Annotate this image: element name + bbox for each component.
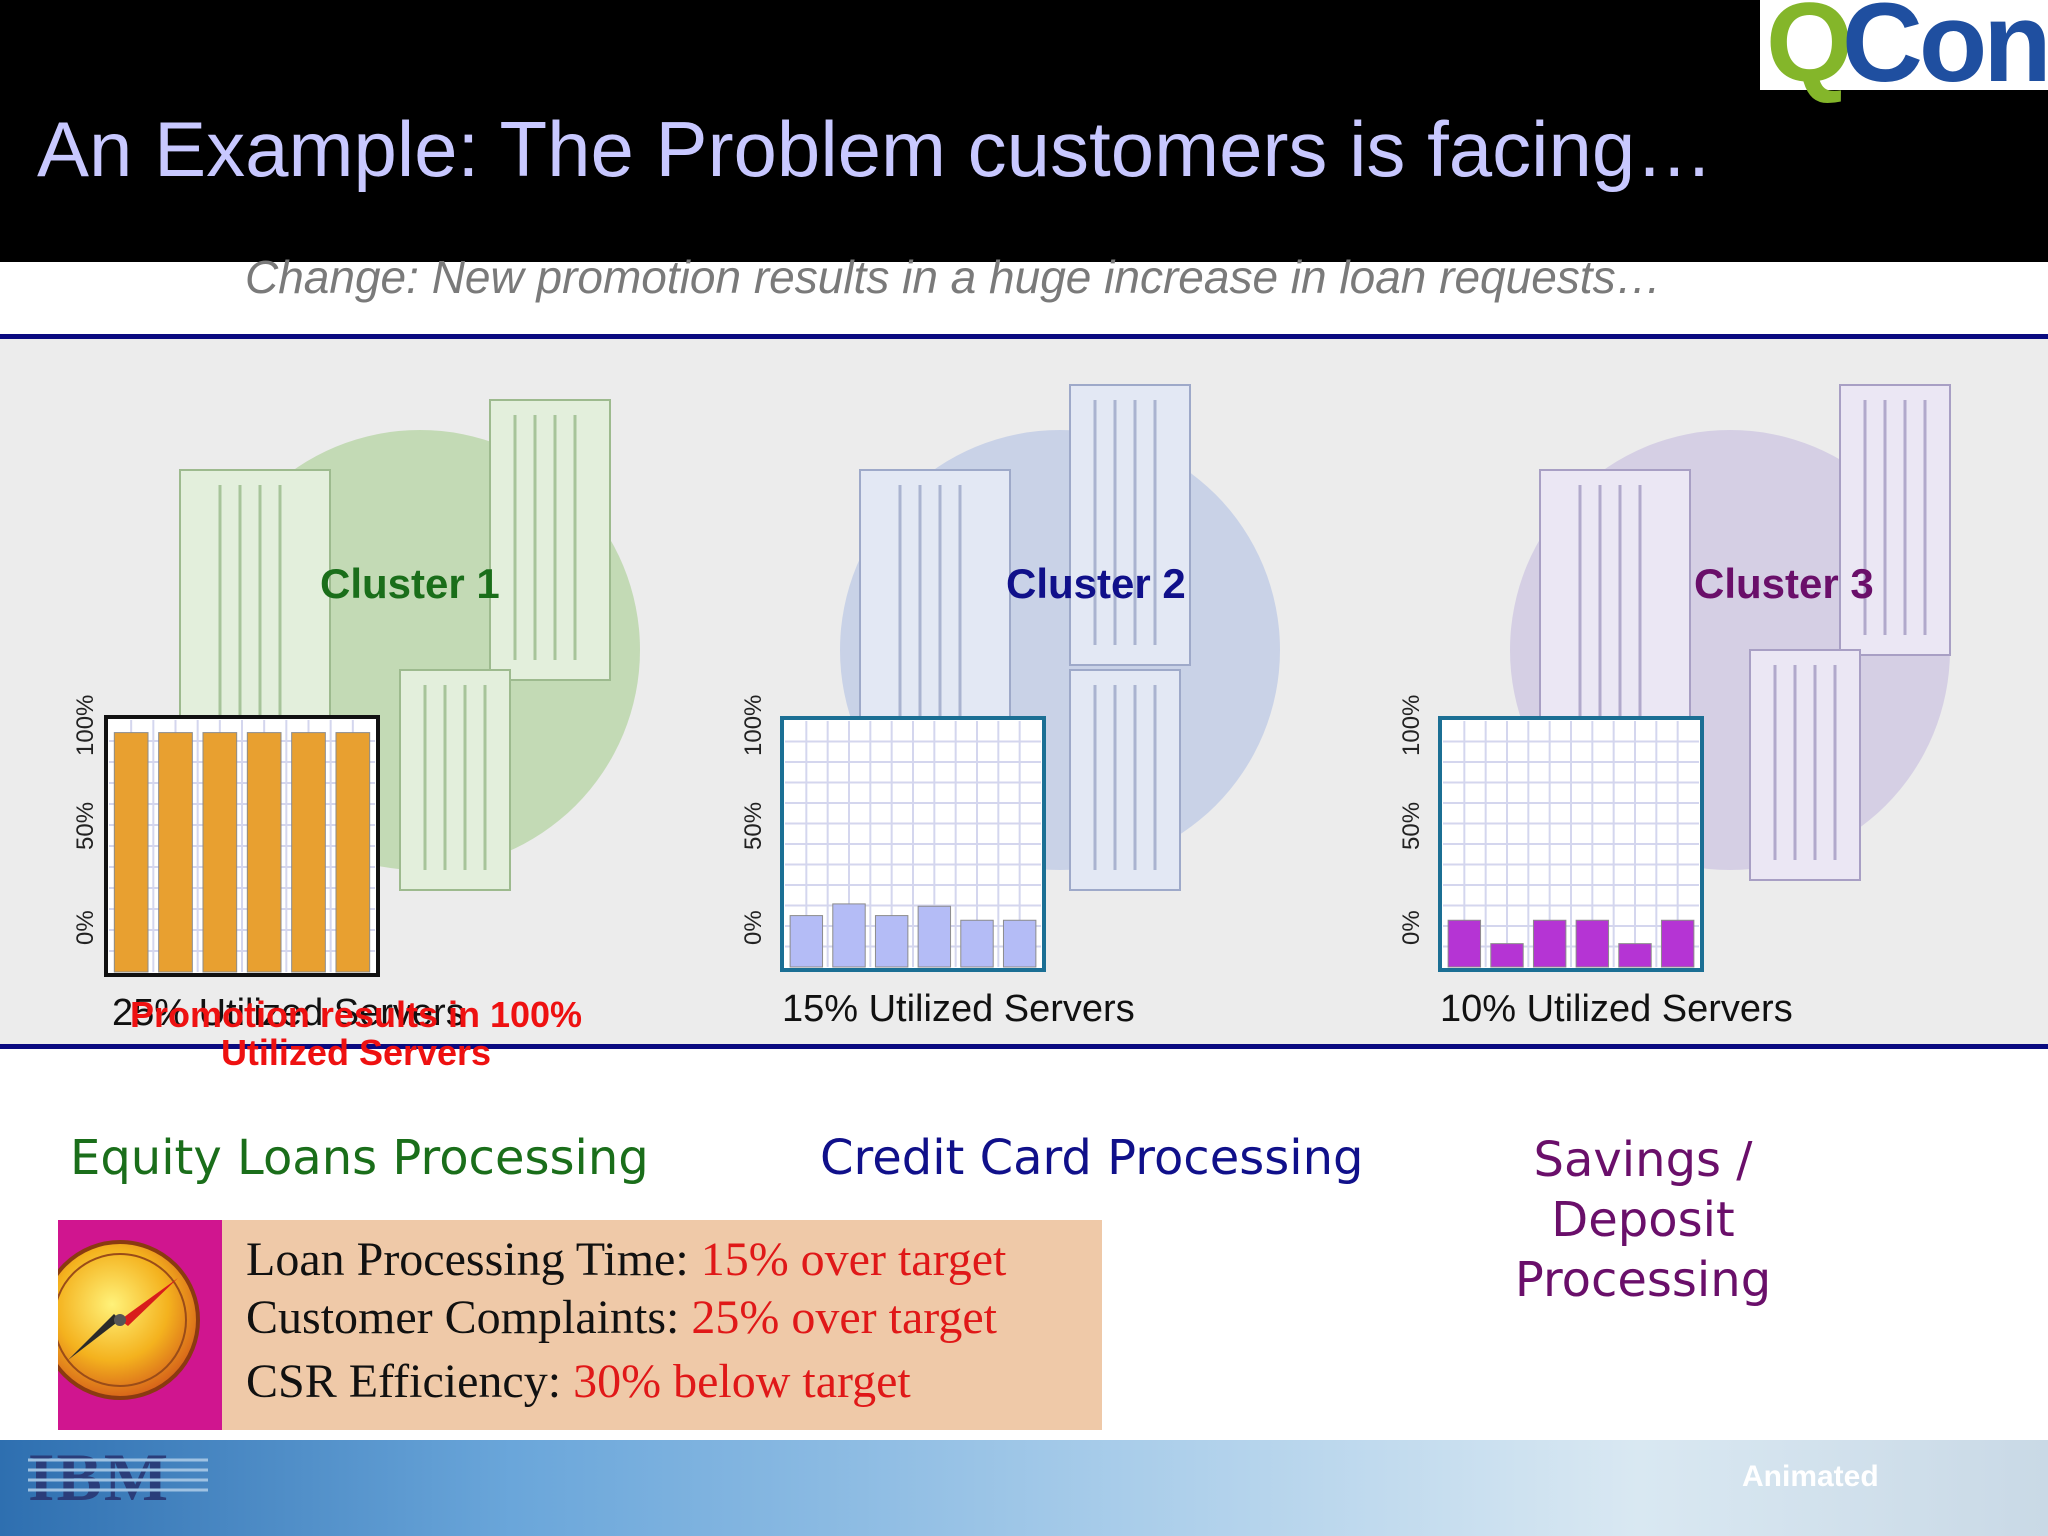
utilization-bar <box>1660 919 1695 968</box>
band-top-divider <box>0 334 2048 339</box>
utilization-bar <box>917 905 952 968</box>
band-bottom-divider <box>0 1044 2048 1049</box>
utilization-bar <box>789 915 824 968</box>
cluster-3-axis-50: 50% <box>1398 801 1425 850</box>
chart-frame <box>780 716 1046 972</box>
cluster-2-axis-100: 100% <box>740 694 767 756</box>
qcon-logo: Q Con <box>1760 0 2048 105</box>
cluster-3-axis-100: 100% <box>1398 694 1425 756</box>
utilization-bar <box>1618 943 1652 968</box>
animated-label: Animated <box>1742 1460 1879 1493</box>
ibm-logo-text: IBM <box>28 1446 170 1510</box>
cluster-2-axis-0: 0% <box>740 910 767 945</box>
chart-frame <box>104 715 380 977</box>
cluster-3-name: Cluster 3 <box>1694 560 1874 607</box>
slide-subtitle: Change: New promotion results in a huge … <box>245 251 1662 303</box>
status-customer-complaints: Customer Complaints: 25% over target <box>246 1290 997 1345</box>
compass-tile <box>40 1220 222 1430</box>
title-bar <box>0 0 2048 262</box>
utilization-bar <box>246 732 282 973</box>
status-customer-complaints-value: 25% over target <box>691 1291 998 1344</box>
cluster-2-utilization-caption: 15% Utilized Servers <box>782 988 1135 1030</box>
cluster-2-axis-50: 50% <box>740 801 767 850</box>
utilization-bar <box>202 732 238 973</box>
status-loan-processing-value: 15% over target <box>700 1233 1007 1286</box>
cluster-1-axis-100: 100% <box>72 694 99 756</box>
cluster-1-caption-stack: 25% Utilized Servers Promotion results i… <box>96 992 616 1073</box>
utilization-bar <box>291 732 326 973</box>
logo-q-text: Q <box>1766 0 1853 105</box>
equity-loans-label: Equity Loans Processing <box>70 1130 649 1186</box>
cluster-2-name: Cluster 2 <box>1006 560 1186 607</box>
logo-con-text: Con <box>1842 0 2048 105</box>
utilization-bar <box>874 915 909 968</box>
utilization-bar <box>335 732 371 973</box>
cluster-1-axis-50: 50% <box>72 801 99 850</box>
cluster-1-promotion-caption: Promotion results in 100% Utilized Serve… <box>129 994 583 1073</box>
cluster-1-axis-0: 0% <box>72 910 99 945</box>
utilization-bar <box>1447 919 1482 968</box>
cluster-1-name: Cluster 1 <box>320 560 500 607</box>
utilization-bar <box>1532 919 1567 968</box>
credit-card-label: Credit Card Processing <box>820 1130 1364 1186</box>
status-loan-processing: Loan Processing Time: 15% over target <box>246 1232 1006 1287</box>
utilization-bar <box>1575 919 1610 968</box>
cluster-3-utilization-caption: 10% Utilized Servers <box>1440 988 1793 1030</box>
status-customer-complaints-label: Customer Complaints: <box>246 1291 680 1344</box>
status-csr-efficiency: CSR Efficiency: 30% below target <box>246 1354 911 1409</box>
status-csr-efficiency-label: CSR Efficiency: <box>246 1355 562 1408</box>
utilization-bar <box>832 903 866 968</box>
chart-frame <box>1438 716 1704 972</box>
footer-band <box>0 1440 2048 1536</box>
slide-title: An Example: The Problem customers is fac… <box>37 105 1714 193</box>
utilization-bar <box>113 732 149 973</box>
compass-icon <box>40 1240 200 1400</box>
cluster-1-utilization-chart <box>104 715 380 977</box>
utilization-bar <box>1002 919 1037 968</box>
cluster-1-utilization-caption: 25% Utilized Servers <box>112 992 465 1034</box>
cluster-2-utilization-chart <box>780 716 1046 972</box>
cluster-3-utilization-chart <box>1438 716 1704 972</box>
utilization-bar <box>1490 943 1524 968</box>
status-panel: Loan Processing Time: 15% over target Cu… <box>40 1220 1102 1430</box>
savings-deposit-label: Savings / Deposit Processing <box>1514 1132 1772 1308</box>
cluster-3-axis-0: 0% <box>1398 910 1425 945</box>
utilization-bar <box>158 732 193 973</box>
utilization-bar <box>960 919 994 968</box>
status-csr-efficiency-value: 30% below target <box>573 1355 911 1408</box>
status-loan-processing-label: Loan Processing Time: <box>246 1233 689 1286</box>
ibm-logo: IBM <box>28 1446 208 1510</box>
